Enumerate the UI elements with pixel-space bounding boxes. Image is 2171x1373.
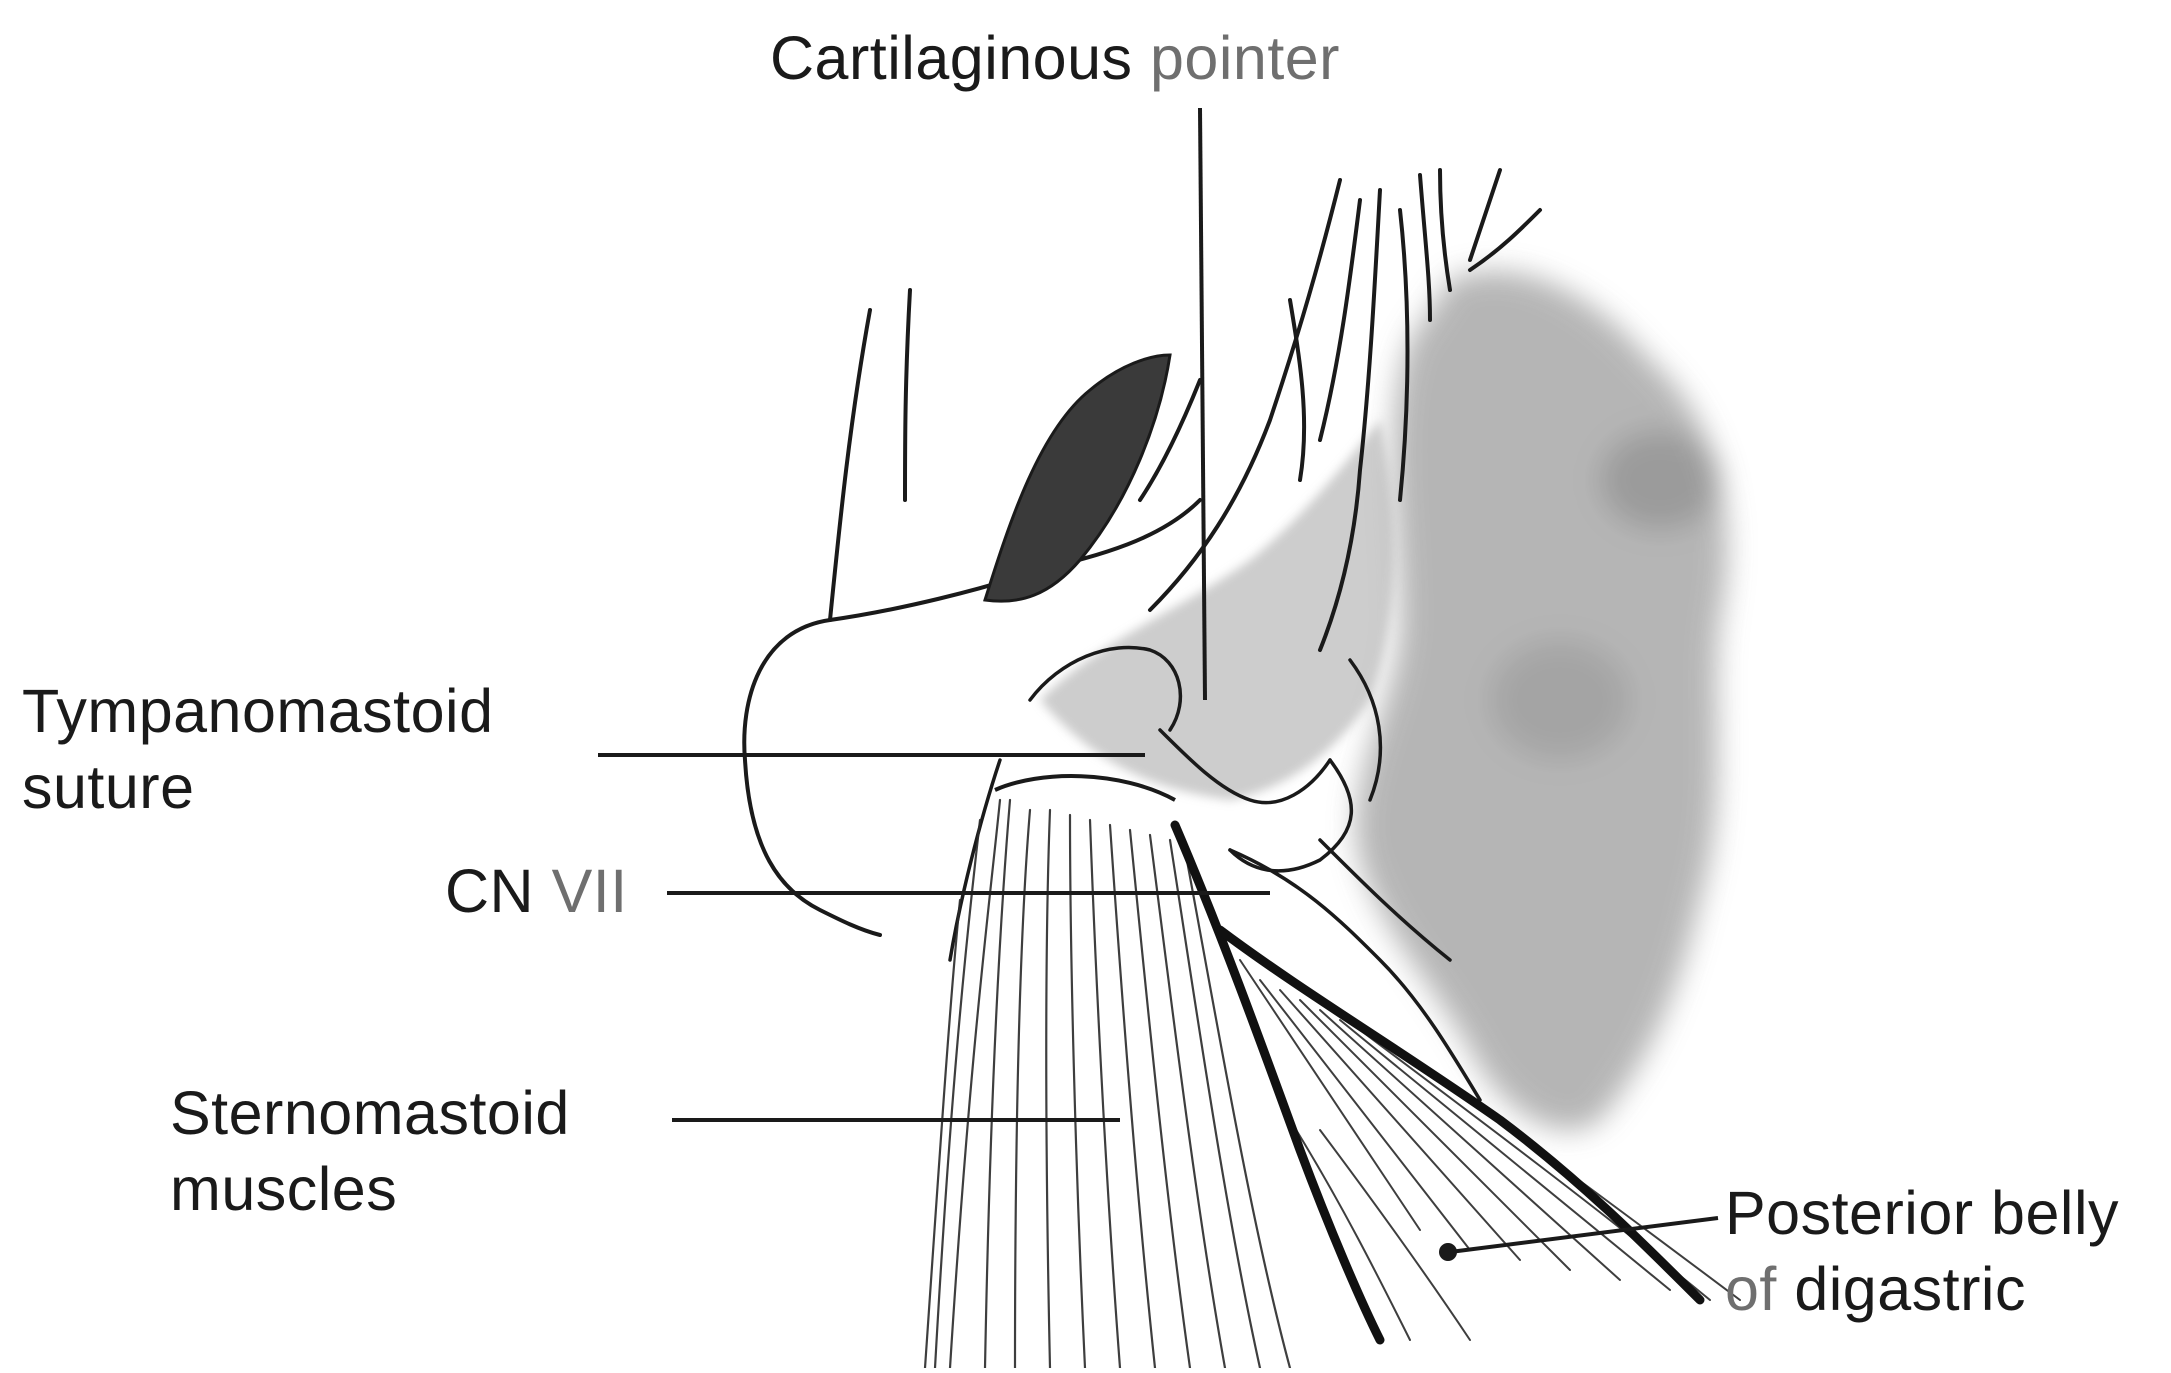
label-tympanomastoid-line2: suture	[22, 749, 494, 825]
label-sternomastoid-muscles: Sternomastoid muscles	[170, 1075, 570, 1227]
label-sternomastoid-line1: Sternomastoid	[170, 1075, 570, 1151]
label-digastric-line1: Posterior belly	[1725, 1175, 2119, 1251]
label-vii: VII	[552, 857, 628, 925]
label-sternomastoid-line2: muscles	[170, 1151, 570, 1227]
label-cartilaginous-pointer: Cartilaginous pointer	[770, 20, 1340, 96]
leader-digastric-dot	[1441, 1245, 1455, 1259]
label-pointer-word: pointer	[1150, 24, 1340, 92]
label-cartilaginous-word: Cartilaginous	[770, 24, 1133, 92]
label-tympanomastoid-line1: Tympanomastoid	[22, 673, 494, 749]
dark-cartilage	[985, 355, 1170, 601]
parotid-stipple	[1356, 271, 1727, 1130]
label-posterior-belly-digastric: Posterior belly of digastric	[1725, 1175, 2119, 1327]
label-cn: CN	[445, 857, 534, 925]
label-tympanomastoid-suture: Tympanomastoid suture	[22, 673, 494, 825]
label-digastric: digastric	[1794, 1255, 2026, 1323]
label-cn-vii: CN VII	[445, 853, 628, 929]
label-digastric-line2: of digastric	[1725, 1251, 2119, 1327]
label-of: of	[1725, 1255, 1777, 1323]
sternomastoid-muscle	[925, 800, 1290, 1368]
